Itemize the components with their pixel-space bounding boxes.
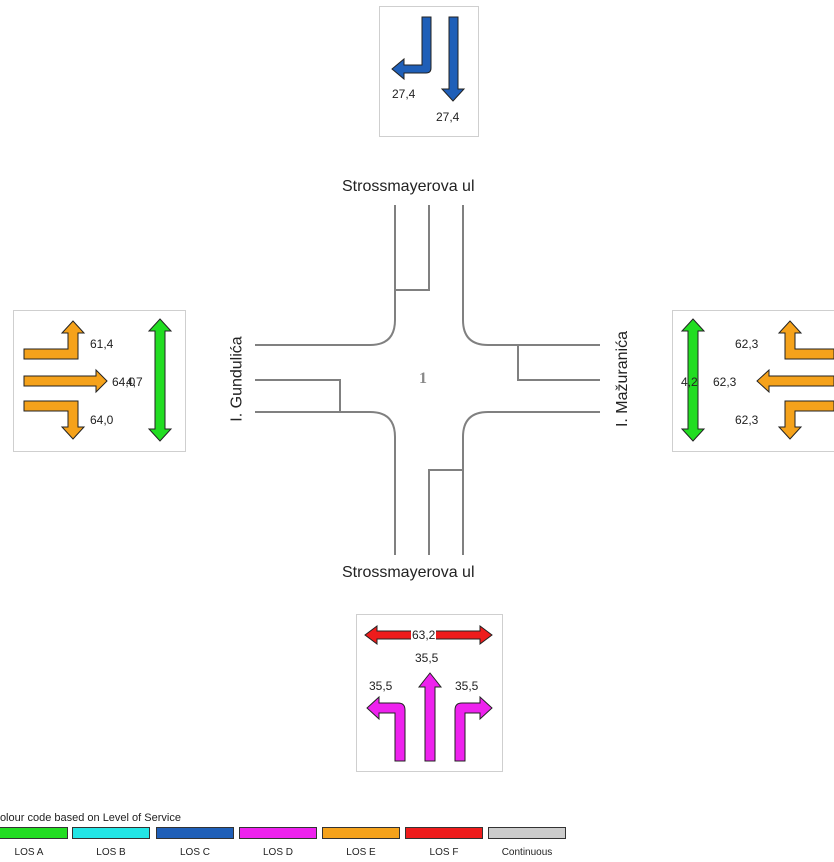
value-east-through: 62,3 <box>713 375 737 389</box>
value-south-left: 35,5 <box>369 679 393 693</box>
value-north-through: 27,4 <box>436 110 460 124</box>
ped-arrow-east <box>680 318 706 442</box>
value-west-through: 64,0 <box>112 375 136 389</box>
left-turn-arrow-east <box>777 320 834 360</box>
legend-swatch-los-c <box>156 827 234 839</box>
value-south-ped: 63,2 <box>411 628 437 642</box>
road-label-south: Strossmayerova ul <box>342 564 475 581</box>
right-turn-arrow-east <box>777 400 834 440</box>
through-arrow-east <box>756 368 834 394</box>
legend-swatch-los-e <box>322 827 400 839</box>
value-west-left: 61,4 <box>90 337 114 351</box>
legend-swatch-los-a <box>0 827 68 839</box>
value-west-right: 64,0 <box>90 413 114 427</box>
road-edge-ne <box>462 205 600 346</box>
approach-panel-east: 4,2 62,3 62,3 62,3 <box>672 310 834 452</box>
value-east-right: 62,3 <box>735 413 759 427</box>
legend-label-los-f: LOS F <box>429 847 459 858</box>
approach-panel-south: 63,2 35,5 35,5 35,5 <box>356 614 503 772</box>
legend: LOS A LOS B LOS C LOS D LOS E LOS F Cont… <box>0 827 834 862</box>
right-turn-arrow-west <box>23 400 86 440</box>
ped-arrow-west <box>147 318 173 442</box>
lane-divider-west <box>255 379 341 412</box>
value-north-left: 27,4 <box>392 87 416 101</box>
road-edges <box>255 205 600 555</box>
through-arrow-west <box>23 368 108 394</box>
legend-label-los-a: LOS A <box>14 847 44 858</box>
value-south-through: 35,5 <box>415 651 439 665</box>
legend-label-los-c: LOS C <box>179 847 210 858</box>
legend-swatch-continuous <box>488 827 566 839</box>
through-arrow-south <box>417 672 443 762</box>
through-arrow-north <box>440 16 466 102</box>
lane-divider-south <box>428 469 463 555</box>
value-south-right: 35,5 <box>455 679 479 693</box>
road-edge-se <box>462 411 600 555</box>
road-label-north: Strossmayerova ul <box>342 178 475 195</box>
intersection-id: 1 <box>419 370 427 387</box>
left-turn-arrow-west <box>23 320 86 360</box>
road-label-east: I. Mažuranića <box>613 330 631 428</box>
left-turn-arrow-north <box>391 16 432 81</box>
lane-divider-east <box>517 345 600 381</box>
right-turn-arrow-south <box>454 695 493 762</box>
value-east-left: 62,3 <box>735 337 759 351</box>
road-label-west: I. Gundulića <box>228 336 246 422</box>
legend-label-los-b: LOS B <box>96 847 126 858</box>
legend-label-los-d: LOS D <box>262 847 293 858</box>
value-east-ped: 4,2 <box>681 375 698 389</box>
lane-divider-north <box>395 205 430 291</box>
legend-swatch-los-b <box>72 827 150 839</box>
legend-label-continuous: Continuous <box>501 847 553 858</box>
road-edge-sw <box>255 411 396 555</box>
legend-label-los-e: LOS E <box>346 847 376 858</box>
legend-swatch-los-d <box>239 827 317 839</box>
legend-swatch-los-f <box>405 827 483 839</box>
approach-panel-west: 61,4 64,0 64,0 4,7 <box>13 310 186 452</box>
left-turn-arrow-south <box>366 695 406 762</box>
road-edge-nw <box>255 205 396 346</box>
approach-panel-north: 27,4 27,4 <box>379 6 479 137</box>
value-west-ped: 4,7 <box>126 375 143 389</box>
legend-title: Colour code based on Level of Service <box>0 812 181 824</box>
